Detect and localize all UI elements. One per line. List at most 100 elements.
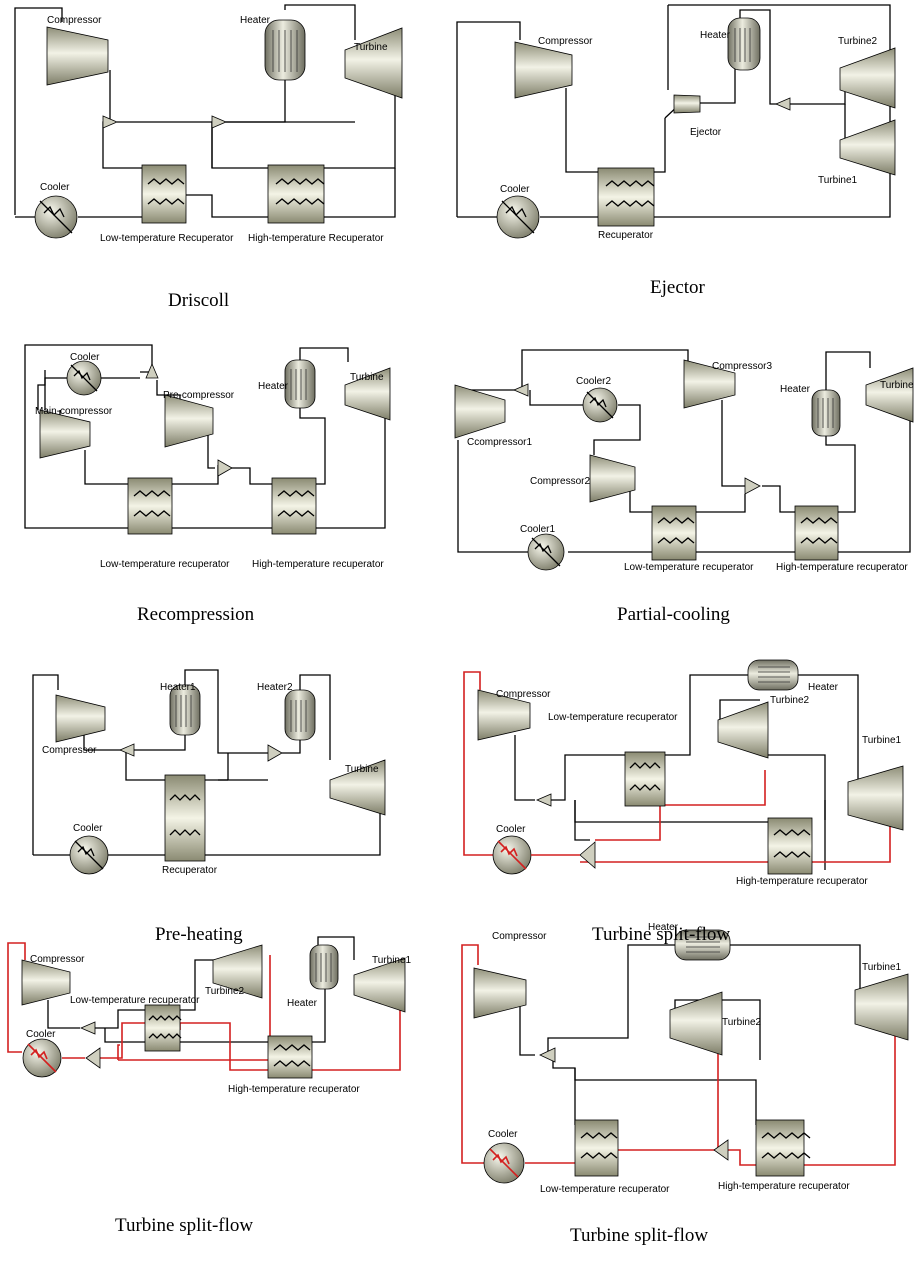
- turbine1-icon: [354, 958, 405, 1012]
- precompressor-icon: [165, 395, 213, 447]
- heater-label: Heater: [808, 682, 839, 693]
- turbine2-label: Turbine2: [722, 1017, 762, 1028]
- maincompressor-label: Main-compressor: [35, 406, 113, 417]
- caption-splitflow-1: Turbine split-flow: [592, 924, 730, 946]
- turbine1-icon: [848, 766, 903, 830]
- heater-icon: [812, 390, 840, 436]
- caption-splitflow-3: Turbine split-flow: [570, 1225, 708, 1247]
- cooler2-label: Cooler2: [576, 376, 611, 387]
- recuperator-label: Recuperator: [598, 230, 654, 241]
- precompressor-label: Pre-compressor: [163, 390, 235, 401]
- ltr-icon: [145, 1005, 180, 1051]
- mixer-icon: [580, 842, 595, 868]
- heater-label: Heater: [287, 998, 318, 1009]
- turbine1-icon: [840, 120, 895, 175]
- cooler-label: Cooler: [73, 823, 103, 834]
- mixer-icon: [745, 478, 760, 494]
- cooler-label: Cooler: [26, 1029, 56, 1040]
- compressor-label: Compressor: [42, 745, 97, 756]
- ltr-icon: [625, 752, 665, 806]
- compressor-icon: [47, 27, 108, 85]
- heater-label: Heater: [240, 15, 271, 26]
- heater-icon: [728, 18, 760, 70]
- turbine1-label: Turbine1: [818, 175, 858, 186]
- turbine2-icon: [670, 992, 722, 1055]
- compressor3-label: Compressor3: [712, 361, 772, 372]
- heater1-label: Heater1: [160, 682, 196, 693]
- htr-icon: [268, 165, 324, 223]
- htr-icon: [768, 818, 812, 874]
- splitter-icon: [146, 364, 158, 378]
- cooler-label: Cooler: [500, 184, 530, 195]
- mixer-icon: [212, 116, 226, 128]
- compressor2-label: Compressor2: [530, 476, 590, 487]
- caption-preheating: Pre-heating: [155, 924, 243, 946]
- panel-driscoll: Compressor Heater Turbine Cooler Low-tem…: [15, 5, 402, 244]
- htr-label: High-temperature recuperator: [718, 1181, 850, 1192]
- panel-splitflow-2: Compressor Low-temperature recuperator T…: [8, 937, 412, 1095]
- ltr-icon: [575, 1120, 618, 1176]
- ltr-label: Low-temperature recuperator: [624, 562, 754, 573]
- mixer-icon: [268, 745, 282, 761]
- cooler-label: Cooler: [496, 824, 526, 835]
- compressor-icon: [515, 42, 572, 98]
- turbine2-label: Turbine2: [838, 36, 878, 47]
- ltr-label: Low-temperature recuperator: [70, 995, 200, 1006]
- maincompressor-icon: [40, 410, 90, 458]
- panel-recompression: Cooler Pre-compressor Main-compressor He…: [25, 345, 390, 570]
- recuperator-icon: [598, 168, 654, 226]
- ejector-label: Ejector: [690, 127, 722, 138]
- caption-driscoll: Driscoll: [168, 290, 229, 312]
- heater-icon: [748, 660, 798, 690]
- recuperator-label: Recuperator: [162, 865, 218, 876]
- ejector-icon: [674, 95, 700, 113]
- compressor-label: Compressor: [538, 36, 593, 47]
- compressor-icon: [22, 960, 70, 1005]
- splitter-icon: [776, 98, 790, 110]
- ltr-label: Low-temperature recuperator: [548, 712, 678, 723]
- panel-preheating: Heater1 Heater2 Compressor Turbine Coole…: [33, 670, 385, 876]
- mixer-icon: [714, 1140, 728, 1160]
- cooler-label: Cooler: [40, 182, 70, 193]
- compressor-icon: [56, 695, 105, 742]
- caption-splitflow-2: Turbine split-flow: [115, 1215, 253, 1237]
- ltr-label: Low-temperature recuperator: [540, 1184, 670, 1195]
- compressor-icon: [474, 968, 526, 1018]
- turbine2-label: Turbine2: [205, 986, 245, 997]
- turbine1-label: Turbine1: [862, 735, 902, 746]
- splitter-icon: [514, 384, 528, 396]
- htr-label: High-temperature recuperator: [228, 1084, 360, 1095]
- htr-label: High-temperature recuperator: [776, 562, 908, 573]
- turbine1-label: Turbine1: [372, 955, 412, 966]
- mixer-icon: [218, 460, 232, 476]
- heater2-icon: [285, 690, 315, 740]
- htr-icon: [756, 1120, 804, 1176]
- turbine-icon: [345, 28, 402, 98]
- compressor-label: Compressor: [496, 689, 551, 700]
- cooler1-label: Cooler1: [520, 524, 555, 535]
- turbine-label: Turbine: [345, 764, 379, 775]
- heater-icon: [310, 945, 338, 989]
- compressor1-icon: [455, 385, 505, 438]
- panel-ejector: Compressor Heater Turbine2 Turbine1 Ejec…: [457, 5, 895, 241]
- turbine2-icon: [718, 702, 768, 758]
- caption-recompression: Recompression: [137, 604, 254, 626]
- compressor1-label: Ccompressor1: [467, 437, 532, 448]
- recuperator-icon: [165, 775, 205, 861]
- htr-label: High-temperature recuperator: [736, 876, 868, 887]
- heater-label: Heater: [780, 384, 811, 395]
- compressor-label: Compressor: [30, 954, 85, 965]
- compressor2-icon: [590, 455, 635, 502]
- panel-partialcooling: Ccompressor1 Cooler2 Compressor3 Compres…: [455, 350, 914, 573]
- ltr-icon: [128, 478, 172, 534]
- turbine-label: Turbine: [354, 42, 388, 53]
- htr-icon: [268, 1036, 312, 1078]
- mixer-icon: [86, 1048, 100, 1068]
- turbine-icon: [866, 368, 913, 422]
- cooler-label: Cooler: [488, 1129, 518, 1140]
- htr-label: High-temperature Recuperator: [248, 233, 384, 244]
- turbine2-label: Turbine2: [770, 695, 810, 706]
- htr-icon: [795, 506, 838, 560]
